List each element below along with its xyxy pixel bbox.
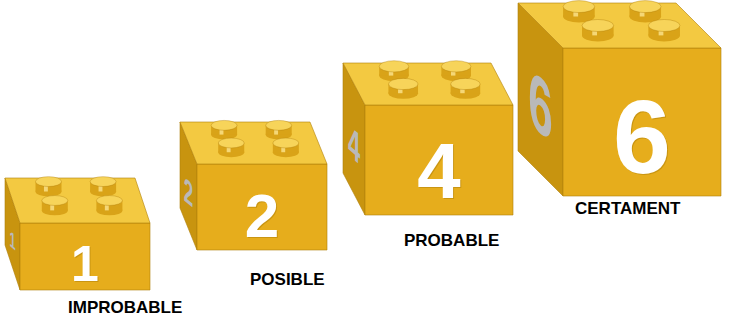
brick-stud [96, 196, 122, 216]
stud-top [441, 61, 471, 72]
stud-top [211, 120, 237, 130]
probability-label: IMPROBABLE [68, 299, 182, 316]
front-number: 6 [563, 85, 721, 189]
stud-top [563, 1, 595, 13]
brick-stud [42, 196, 68, 216]
front-number: 1 [20, 239, 150, 289]
stud-top [218, 138, 244, 148]
brick-stud [451, 78, 481, 98]
brick-front-face [20, 223, 150, 290]
brick-stud [388, 78, 418, 98]
lego-brick: 11IMPROBABLE [5, 178, 150, 290]
brick-stud [441, 61, 471, 81]
front-number: 2 [197, 185, 327, 247]
brick-top-face [518, 3, 721, 48]
stud-top [42, 196, 68, 206]
lego-brick: 44PROBABLE [343, 63, 513, 215]
lego-brick: 66CERTAMENT [518, 3, 721, 196]
stud-top [96, 196, 122, 206]
lego-brick: 22POSIBLE [180, 122, 327, 250]
stud-top [648, 19, 680, 31]
brick-stud [218, 138, 244, 157]
brick-stud [582, 19, 614, 41]
brick-top-face [180, 122, 327, 164]
brick-front-face [365, 105, 513, 215]
brick-stud [90, 177, 116, 197]
stud-top [379, 61, 409, 72]
front-number: 4 [365, 132, 513, 210]
brick-stud [629, 1, 661, 23]
brick-stud [266, 120, 292, 139]
brick-stud [648, 19, 680, 41]
brick-stud [273, 138, 299, 157]
brick-front-face [197, 164, 327, 250]
brick-stud [563, 1, 595, 23]
brick-stud [211, 120, 237, 139]
stud-top [90, 177, 116, 187]
brick-top-face [5, 178, 150, 223]
stud-top [388, 78, 418, 89]
stud-top [451, 78, 481, 89]
brick-stud [36, 177, 62, 197]
stud-top [629, 1, 661, 13]
probability-label: CERTAMENT [575, 200, 680, 217]
stud-top [36, 177, 62, 187]
probability-label: PROBABLE [404, 232, 499, 249]
stud-top [582, 19, 614, 31]
stud-top [273, 138, 299, 148]
probability-label: POSIBLE [250, 271, 325, 288]
brick-stud [379, 61, 409, 81]
brick-front-face [563, 48, 721, 196]
stud-top [266, 120, 292, 130]
brick-top-face [343, 63, 513, 105]
